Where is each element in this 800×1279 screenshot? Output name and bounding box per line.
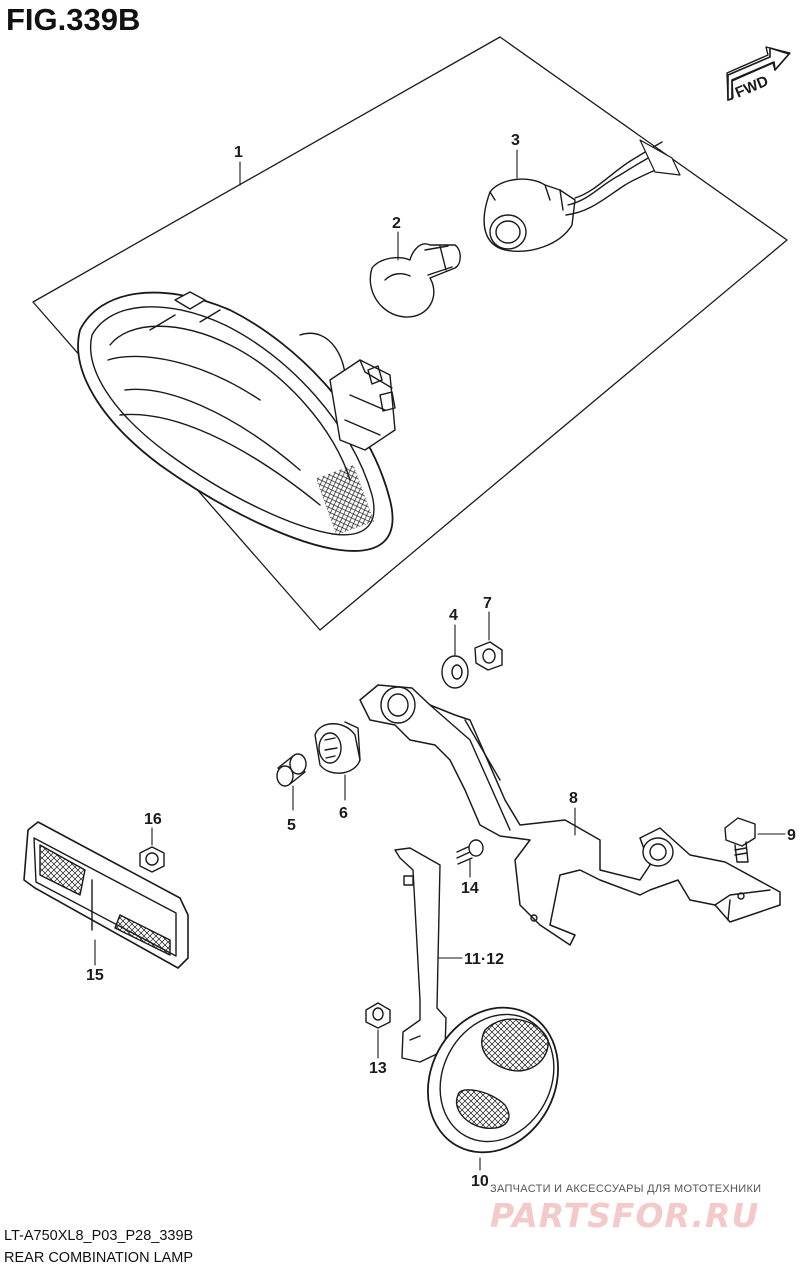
assembly-outline-box (32, 36, 788, 631)
tail-lamp-housing (77, 291, 396, 552)
round-reflector-part (427, 1006, 559, 1154)
callout-14: 14 (461, 880, 479, 897)
callout-8: 8 (569, 790, 578, 807)
leader-lines (94, 149, 786, 1171)
callout-10: 10 (471, 1173, 489, 1190)
callout-4: 4 (449, 607, 458, 624)
lamp-bracket-part (359, 684, 781, 946)
callout-11-12: 11·12 (464, 951, 504, 968)
callout-1: 1 (234, 144, 243, 161)
figure-caption: REAR COMBINATION LAMP (4, 1250, 194, 1266)
model-code: LT-A750XL8_P03_P28_339B (4, 1228, 194, 1244)
reflector-bracket-part (394, 847, 447, 1063)
callout-9: 9 (787, 827, 796, 844)
callout-labels: 1 2 3 4 5 6 7 8 9 10 11·12 13 14 15 16 (86, 132, 796, 1190)
screw-part (456, 839, 484, 865)
watermark-tagline: ЗАПЧАСТИ И АКСЕССУАРЫ ДЛЯ МОТОТЕХНИКИ (490, 1183, 762, 1195)
callout-7: 7 (483, 595, 492, 612)
callout-15: 15 (86, 967, 104, 984)
reflector-nut-part (139, 846, 165, 873)
callout-16: 16 (144, 811, 162, 828)
watermark-logo: PARTSFOR.RU (490, 1196, 760, 1235)
grommet-part (314, 721, 361, 774)
washer-part (441, 655, 469, 689)
nut-part (474, 641, 503, 671)
callout-5: 5 (287, 817, 296, 834)
rectangular-reflector-part (23, 821, 189, 969)
forward-arrow-icon: FWD (726, 46, 791, 102)
figure-title: FIG.339B (6, 2, 141, 37)
flange-nut-part (365, 1002, 391, 1029)
bulb-socket-part (483, 139, 681, 252)
bolt-part (724, 817, 756, 863)
bulb-part (369, 243, 461, 318)
callout-13: 13 (369, 1060, 387, 1077)
collar-part (276, 753, 307, 787)
callout-6: 6 (339, 805, 348, 822)
callout-2: 2 (392, 215, 401, 232)
callout-3: 3 (511, 132, 520, 149)
